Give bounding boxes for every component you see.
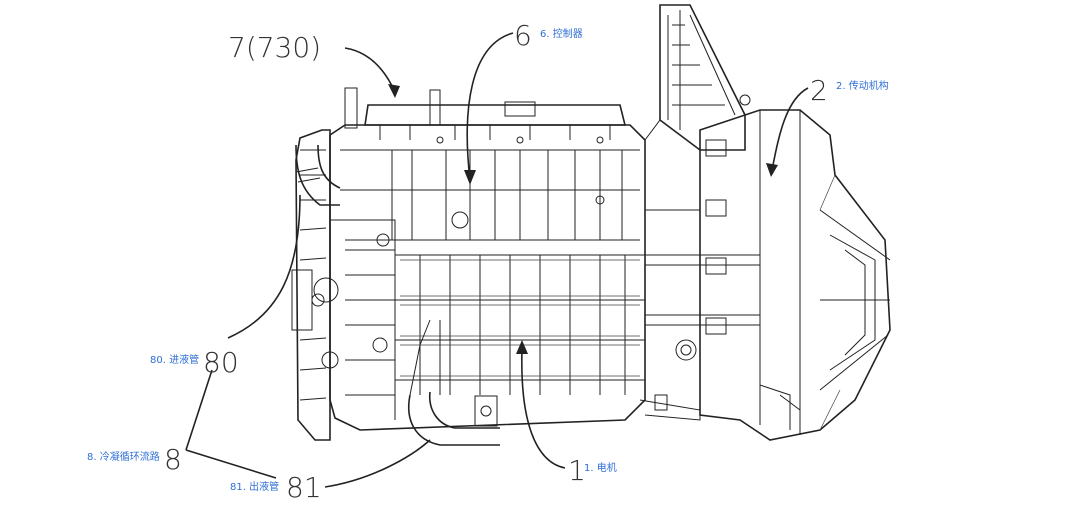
leader-c6	[466, 32, 514, 181]
transmission-housing	[639, 94, 891, 441]
callout-8-number: 8	[164, 443, 182, 476]
callout-1-label: 1. 电机	[584, 461, 617, 474]
callout-81-label: 81. 出液管	[230, 480, 279, 493]
controller	[344, 87, 627, 140]
callout-2-number: 2	[810, 74, 828, 107]
end-cap	[291, 129, 331, 441]
arrow-c7-icon	[388, 84, 400, 98]
leader-c1	[521, 349, 566, 469]
callout-80-label: 80. 进液管	[150, 353, 199, 366]
callout-8-label: 8. 冷凝循环流路	[87, 450, 160, 463]
callouts: 7(730) 6 6. 控制器 2 2. 传动机构 80. 进液管 80 8. …	[87, 19, 889, 504]
outlet-pipe	[408, 319, 500, 446]
leader-c81	[324, 439, 431, 488]
arrow-c6-icon	[464, 170, 476, 185]
leader-lines	[185, 32, 809, 488]
leader-c7	[344, 47, 396, 93]
callout-1-number: 1	[568, 454, 586, 487]
callout-80-number: 80	[203, 346, 239, 379]
leader-c2	[771, 87, 809, 171]
inlet-pipe	[295, 144, 341, 206]
callout-2-label: 2. 传动机构	[836, 79, 889, 92]
callout-7-number: 7(730)	[228, 31, 321, 64]
machine-drawing	[291, 4, 891, 446]
callout-81-number: 81	[286, 471, 322, 504]
motor-housing	[313, 124, 646, 431]
arrow-c1-icon	[516, 340, 528, 354]
leader-c8	[185, 369, 277, 479]
arrow-c2-icon	[766, 163, 778, 177]
leader-c80	[227, 194, 301, 339]
mounting-bracket	[644, 4, 746, 211]
callout-6-label: 6. 控制器	[540, 27, 583, 40]
callout-6-number: 6	[514, 19, 532, 52]
